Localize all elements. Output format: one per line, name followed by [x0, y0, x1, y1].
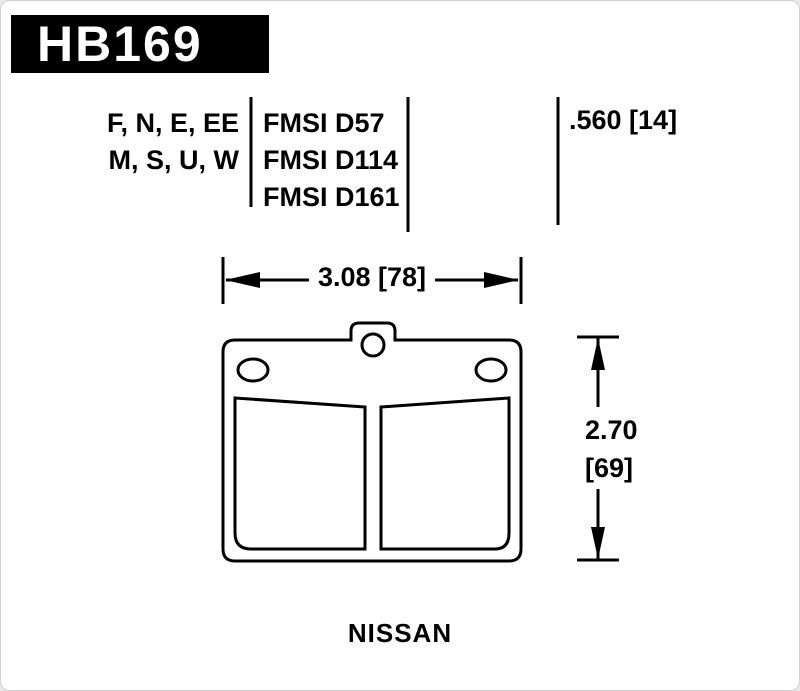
fmsi-list: FMSI D57 FMSI D114 FMSI D161 [263, 105, 400, 216]
friction-material-right [379, 396, 511, 551]
pad-thickness-value: .560 [14] [569, 105, 678, 135]
arrowhead-up-icon [591, 338, 605, 370]
vehicle-name: NISSAN [347, 618, 453, 648]
width-dimension-arrow [221, 257, 523, 304]
part-number-bar: HB169 [11, 15, 269, 73]
height-millimeters: [69] [585, 453, 634, 483]
left-ear-hole [236, 357, 270, 383]
fmsi-row-1: FMSI D57 [263, 108, 385, 138]
backing-plate-outline [221, 321, 523, 563]
part-number: HB169 [37, 16, 203, 72]
height-inches: 2.70 [585, 415, 638, 445]
arrowhead-left-icon [225, 272, 260, 288]
compound-list: F, N, E, EE M, S, U, W [71, 105, 239, 179]
center-tab-hole [360, 332, 386, 358]
arrowhead-right-icon [484, 272, 519, 288]
height-dimension-arrow [577, 335, 619, 562]
arrowhead-down-icon [591, 527, 605, 559]
friction-material-left [233, 396, 367, 551]
right-ear-hole [474, 357, 508, 383]
brake-pad-drawing [221, 321, 523, 563]
fmsi-row-3: FMSI D161 [263, 182, 400, 212]
compound-row-1: F, N, E, EE [106, 108, 239, 138]
height-dimension-label: 2.70 [69] [583, 411, 640, 487]
fmsi-row-2: FMSI D114 [263, 145, 399, 175]
width-dimension-label: 3.08 [78] [317, 262, 427, 292]
spec-divider-lines [249, 97, 560, 232]
compound-row-2: M, S, U, W [108, 145, 240, 175]
